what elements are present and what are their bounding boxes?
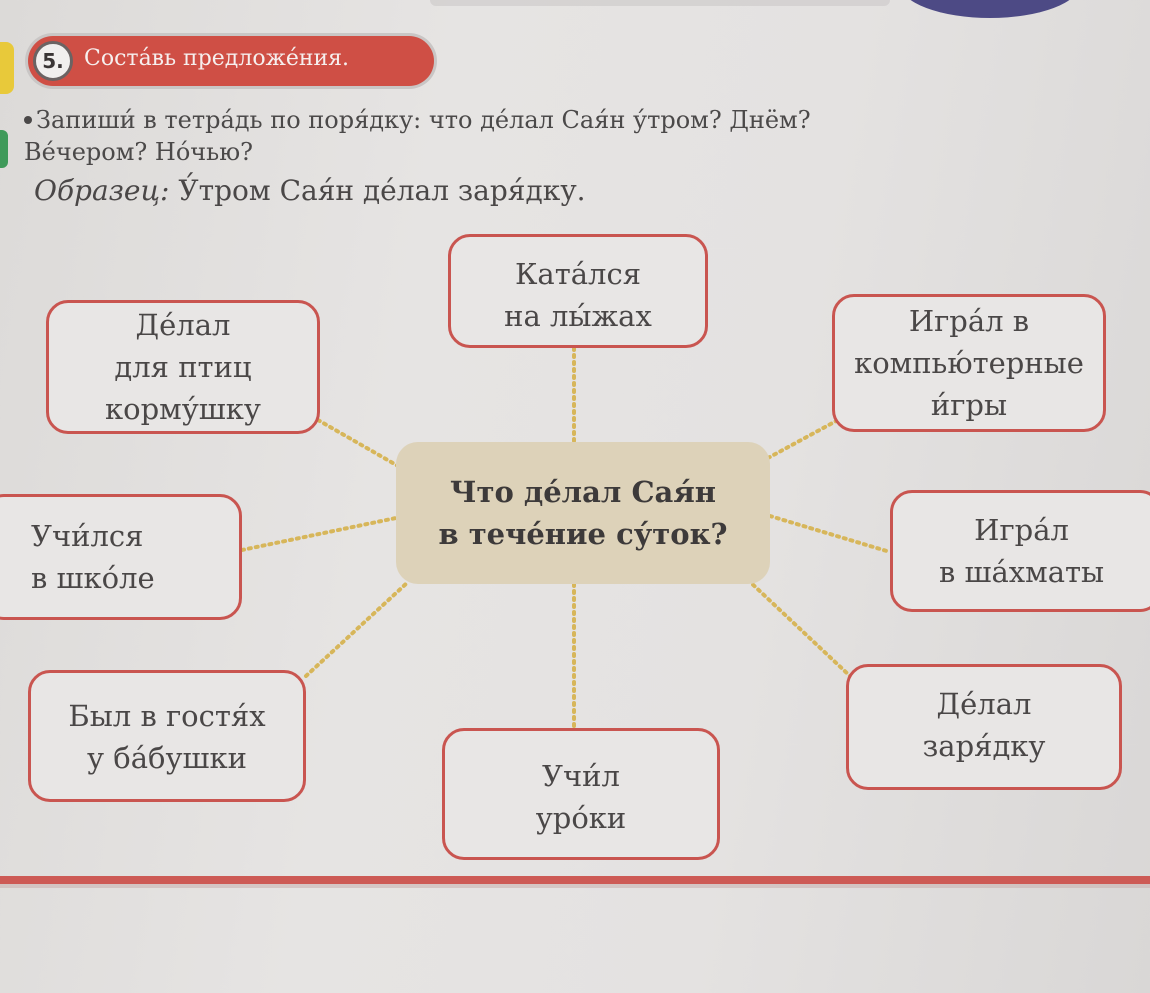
- connector-bottom-right: [746, 578, 852, 678]
- box-skiing: Ката́лся на лы́жах: [448, 234, 708, 348]
- task-header: 5. Соста́вь предложе́ния.: [28, 36, 434, 86]
- task-number-badge: 5.: [33, 41, 73, 81]
- box-homework: Учи́л уро́ки: [442, 728, 720, 860]
- sample-line: Образец: У́тром Сая́н де́лал заря́дку.: [34, 174, 586, 207]
- box-exercises: Де́лал заря́дку: [846, 664, 1122, 790]
- box-chess: Игра́л в ша́хматы: [890, 490, 1150, 612]
- connector-top-left: [316, 418, 400, 468]
- box-feeder: Де́лал для птиц корму́шку: [46, 300, 320, 434]
- instruction-body: Запиши́ в тетра́дь по поря́дку: что де́л…: [24, 106, 811, 166]
- connector-bottom-left: [304, 580, 410, 678]
- connector-top-right: [766, 418, 840, 460]
- bottom-divider-shadow: [0, 884, 1150, 888]
- instruction-text: Запиши́ в тетра́дь по поря́дку: что де́л…: [24, 104, 904, 168]
- bullet-icon: [24, 115, 32, 124]
- box-grandma: Был в гостя́х у ба́бушки: [28, 670, 306, 802]
- box-computer-games: Игра́л в компью́терные и́гры: [832, 294, 1106, 432]
- page-top-edge: [430, 0, 890, 6]
- margin-marker-yellow: [0, 42, 14, 94]
- margin-marker-green: [0, 130, 8, 168]
- connector-right: [768, 514, 892, 554]
- center-question: Что де́лал Сая́н в тече́ние су́ток?: [396, 442, 770, 584]
- task-title: Соста́вь предложе́ния.: [84, 46, 350, 71]
- connector-left: [240, 516, 398, 552]
- sample-label: Образец:: [34, 174, 170, 207]
- box-school: Учи́лся в шко́ле: [0, 494, 242, 620]
- sample-text: У́тром Сая́н де́лал заря́дку.: [178, 174, 586, 207]
- bottom-divider: [0, 876, 1150, 884]
